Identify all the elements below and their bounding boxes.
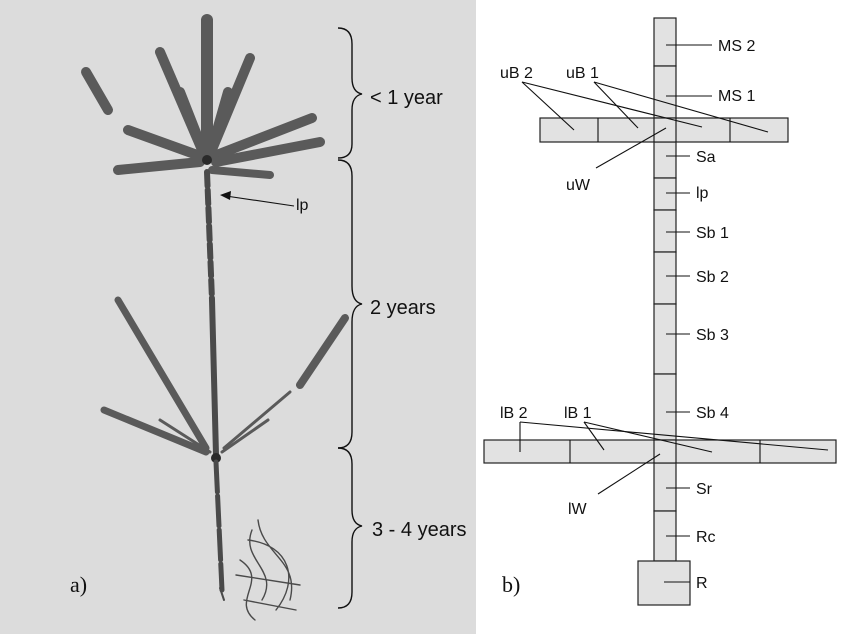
- upper-whorl-label: uW: [566, 177, 591, 194]
- upper-branch-label-ub1: uB 1: [566, 65, 599, 82]
- stem-label-lp: lp: [696, 185, 709, 202]
- stem-label-sb2: Sb 2: [696, 269, 729, 286]
- lower-whorl-label: lW: [568, 501, 588, 518]
- upper-branch-label-ub2: uB 2: [500, 65, 533, 82]
- segment-sa: [654, 142, 676, 178]
- stem-label-sb3: Sb 3: [696, 327, 729, 344]
- lower-whorl-bar: [484, 440, 836, 463]
- upper-whorl-bar: [540, 118, 788, 142]
- age-label-3-4-years: 3 - 4 years: [372, 519, 466, 541]
- stem-label-r: R: [696, 575, 708, 592]
- stem-segment: [212, 300, 216, 455]
- bud: [202, 155, 212, 165]
- panel-b-schematic: MS 2 MS 1 Sa lp Sb 1 Sb 2 Sb 3 Sb 4 Sr R…: [484, 18, 836, 605]
- lp-label: lp: [296, 197, 309, 214]
- lower-branch-label-lb1: lB 1: [564, 405, 592, 422]
- segment-sb4: [654, 374, 676, 440]
- segment-sb1: [654, 210, 676, 252]
- needle-cluster: [212, 170, 270, 175]
- stem-label-ms1: MS 1: [718, 88, 755, 105]
- age-label-under-1-year: < 1 year: [370, 87, 443, 109]
- stem-label-sb4: Sb 4: [696, 405, 729, 422]
- segment-lp: [654, 178, 676, 210]
- stem-label-sr: Sr: [696, 481, 713, 498]
- stem-label-rc: Rc: [696, 529, 716, 546]
- age-label-2-years: 2 years: [370, 297, 436, 319]
- stem-label-sb1: Sb 1: [696, 225, 729, 242]
- segment-sb2: [654, 252, 676, 304]
- segment-ms2: [654, 18, 676, 66]
- panel-a-tag: a): [70, 572, 87, 597]
- segment-sr: [654, 463, 676, 511]
- segment-sb3: [654, 304, 676, 374]
- segment-ms1: [654, 66, 676, 118]
- panel-b-tag: b): [502, 572, 520, 597]
- stem-label-ms2: MS 2: [718, 38, 755, 55]
- stem-label-sa: Sa: [696, 149, 716, 166]
- segment-r: [638, 561, 690, 605]
- lower-branch-label-lb2: lB 2: [500, 405, 528, 422]
